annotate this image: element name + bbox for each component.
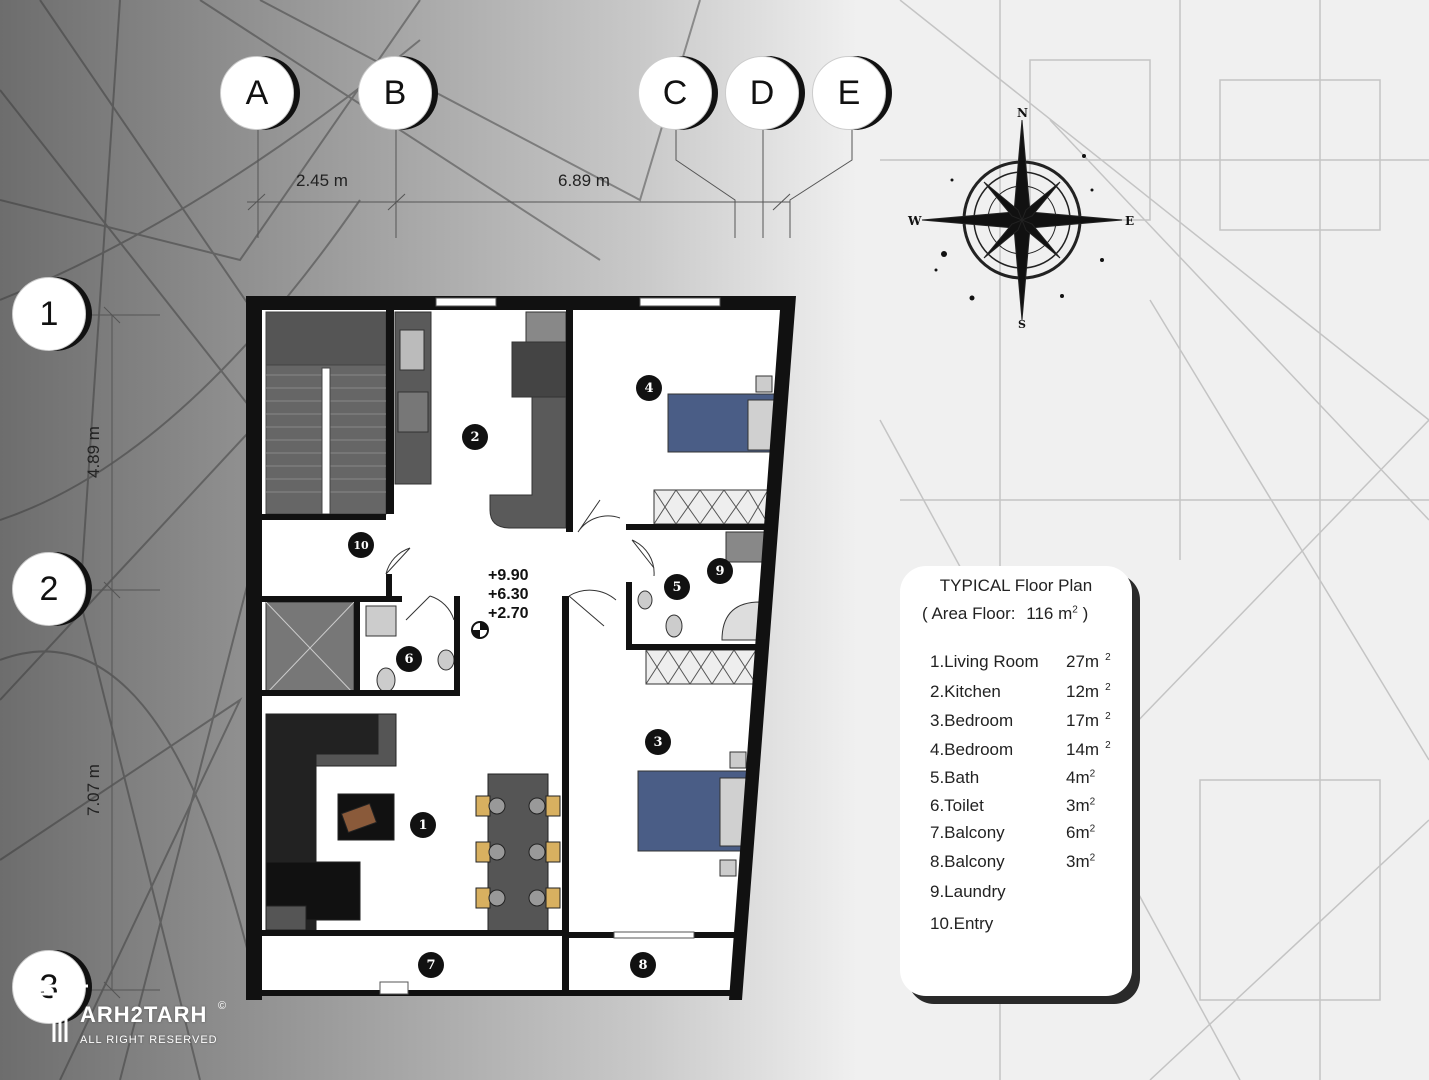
toilet-fixtures [365,605,455,693]
legend-row: 9.Laundry [930,882,1006,902]
room-tag-10: 10 [348,532,374,558]
logo-mark-icon [32,984,88,1042]
grid-bubble-b: B [358,56,438,130]
room-tag-1: 1 [410,812,436,838]
legend-area-line: ( Area Floor: 116 m2 ) [922,604,1088,624]
grid-label: 2 [12,552,86,626]
grid-bubble-c: C [638,56,718,130]
room-area: 4m2 [1066,768,1096,787]
grid-label: A [220,56,294,130]
legend-area-prefix: ( Area Floor: [922,604,1016,623]
compass-south-label: S [1018,318,1026,331]
room-label: 9.Laundry [930,882,1006,901]
elevator-shaft [265,601,355,695]
room-area: 3m2 [1066,852,1096,871]
room-label: 1.Living Room [930,652,1039,671]
legend-row: 8.Balcony 3m2 [930,852,1095,872]
room-area: 6m2 [1066,823,1096,842]
room-label: 7.Balcony [930,823,1005,842]
room-tag-7: 7 [418,952,444,978]
floor-levels: +9.90 +6.30 +2.70 [488,566,528,623]
windows [379,297,721,995]
legend-row: 6.Toilet 3m2 [930,796,1095,816]
grid-label: E [812,56,886,130]
dimension-ab: 2.45 m [296,171,348,190]
grid-bubble-3: 3 [12,950,92,1024]
compass-icon [921,119,1123,321]
legend-row: 7.Balcony 6m2 [930,823,1095,843]
dimension-12: 4.89 m [84,426,103,478]
grid-label: D [725,56,799,130]
legend-area-value: 116 m [1026,604,1073,623]
compass-north-label: N [1017,106,1028,120]
dimension-be: 6.89 m [558,171,610,190]
level-value: +6.30 [488,586,529,603]
living-room-furniture [265,713,561,933]
room-label: 6.Toilet [930,796,984,815]
room-tag-3: 3 [645,729,671,755]
room-label: 2.Kitchen [930,682,1001,701]
grid-label: B [358,56,432,130]
logo-tagline: ALL RIGHT RESERVED [80,1034,218,1046]
room-tag-9: 9 [707,558,733,584]
dimension-23: 7.07 m [84,764,103,816]
logo-copyright: © [218,1000,227,1012]
room-label: 10.Entry [930,914,994,933]
grid-label: 1 [12,277,86,351]
legend-row: 10.Entry [930,914,993,934]
room-schedule-panel: TYPICAL Floor Plan ( Area Floor: 116 m2 … [900,566,1132,996]
logo-name: ARH2TARH [80,1002,208,1027]
room-tag-2: 2 [462,424,488,450]
room-tag-4: 4 [636,375,662,401]
stair [265,311,387,515]
level-value: +2.70 [488,605,529,622]
room-label: 8.Balcony [930,852,1005,871]
room-label: 3.Bedroom [930,711,1014,730]
grid-bubble-a: A [220,56,300,130]
level-value: +9.90 [488,567,529,584]
bedroom-4-furniture [653,375,775,525]
grid-bubble-d: D [725,56,805,130]
legend-title: TYPICAL Floor Plan [939,576,1093,595]
legend-area-suffix: ) [1082,604,1089,623]
compass-west-label: W [908,214,922,228]
grid-bubble-2: 2 [12,552,92,626]
grid-bubble-1: 1 [12,277,92,351]
legend-area-sup: 2 [1072,604,1078,616]
walls [246,296,796,1000]
brand-logo: ARH2TARH ALL RIGHT RESERVED © [30,972,230,1052]
level-marker-icon [471,621,489,639]
room-label: 5.Bath [930,768,980,787]
grid-label: C [638,56,712,130]
kitchen-counters [394,311,567,529]
grid-bubble-e: E [812,56,892,130]
doors [385,499,655,627]
bath-fixtures [637,531,765,641]
room-tag-5: 5 [664,574,690,600]
room-area: 3m2 [1066,796,1096,815]
room-label: 4.Bedroom [930,740,1014,759]
room-tag-8: 8 [630,952,656,978]
room-tag-6: 6 [396,646,422,672]
legend-row: 5.Bath 4m2 [930,768,1095,788]
compass-east-label: E [1125,214,1135,228]
